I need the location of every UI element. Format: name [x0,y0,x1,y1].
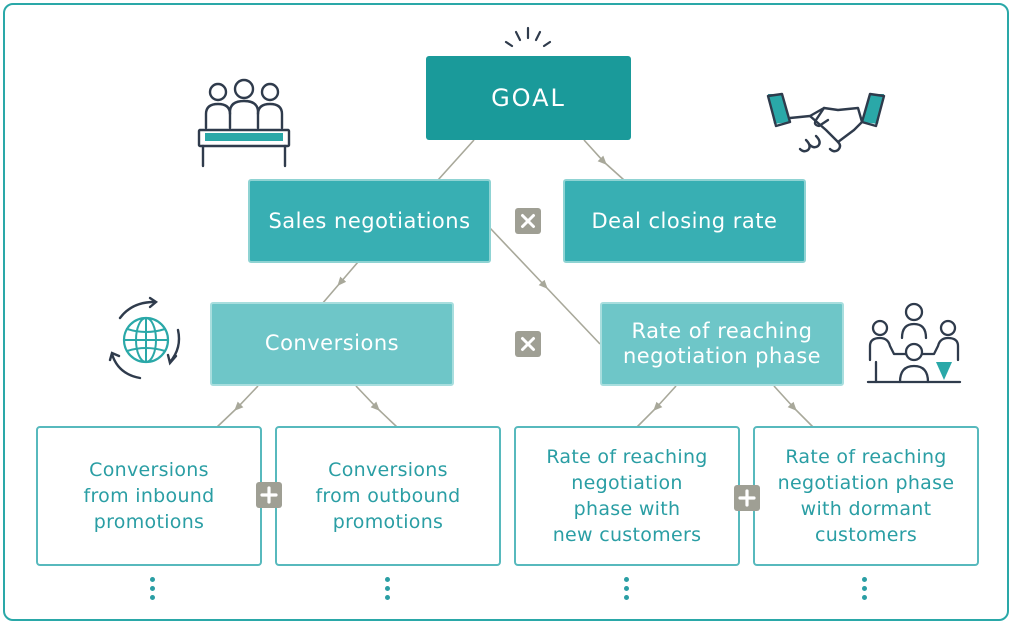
plus-operator [734,485,760,511]
goal-node: GOAL [426,56,631,140]
leaf-text-line: from inbound [83,484,215,507]
continuation-dots [385,577,391,604]
rate-reaching-line2: negotiation phase [622,344,822,368]
sparkle-icon [504,26,552,48]
handshake-icon [766,92,886,153]
connector-rate-leaf3 [635,385,677,429]
plus-operator [256,482,282,508]
leaf-text-line: Conversions [89,458,209,481]
continuation-dots [150,577,156,604]
continuation-dots [624,577,630,604]
leaf-text-line: Conversions [328,458,448,481]
deal-closing-rate-label: Deal closing rate [591,209,778,233]
multiply-operator [515,331,541,357]
leaf-text-line: Rate of reaching [785,445,947,468]
connector-sales-conversions [321,261,359,305]
connector-conv-leaf2 [355,385,399,429]
leaf-outbound-conversions: Conversions from outbound promotions [275,426,501,566]
rate-reaching-line1: Rate of reaching [631,318,813,343]
connector-goal-right [583,139,625,181]
plus-icon [738,489,756,507]
globe-cycle-icon [108,296,181,380]
plus-icon [260,486,278,504]
connector-sales-rate [489,227,601,345]
discussion-icon [866,302,962,384]
connector-goal-left [437,139,475,181]
connector-conv-leaf1 [215,385,259,429]
leaf-text-line: promotions [93,511,205,534]
sales-negotiations-node: Sales negotiations [248,179,491,263]
connector-rate-leaf4 [773,385,815,429]
leaf-text-line: negotiation [571,471,683,494]
goal-label: GOAL [491,84,566,112]
leaf-text-line: customers [814,524,918,547]
conversions-label: Conversions [264,331,400,356]
leaf-text-line: with dormant [800,498,932,520]
leaf-text-line: negotiation phase [777,471,955,494]
diagram-frame [3,3,1009,621]
leaf-text-line: promotions [332,511,444,534]
leaf-text-line: phase with [573,498,681,520]
leaf-new-customers-rate: Rate of reaching negotiation phase with … [514,426,740,566]
meeting-icon [197,78,291,168]
leaf-text-line: Rate of reaching [546,445,708,468]
leaf-text-line: from outbound [315,484,461,507]
leaf-inbound-conversions: Conversions from inbound promotions [36,426,262,566]
conversions-node: Conversions [210,302,454,386]
multiply-icon [521,214,535,228]
rate-reaching-negotiation-node: Rate of reaching negotiation phase [600,302,844,386]
multiply-operator [515,208,541,234]
sales-negotiations-label: Sales negotiations [268,209,471,233]
continuation-dots [862,577,868,604]
deal-closing-rate-node: Deal closing rate [563,179,806,263]
leaf-dormant-customers-rate: Rate of reaching negotiation phase with … [753,426,979,566]
leaf-text-line: new customers [552,524,702,547]
multiply-icon [521,337,535,351]
